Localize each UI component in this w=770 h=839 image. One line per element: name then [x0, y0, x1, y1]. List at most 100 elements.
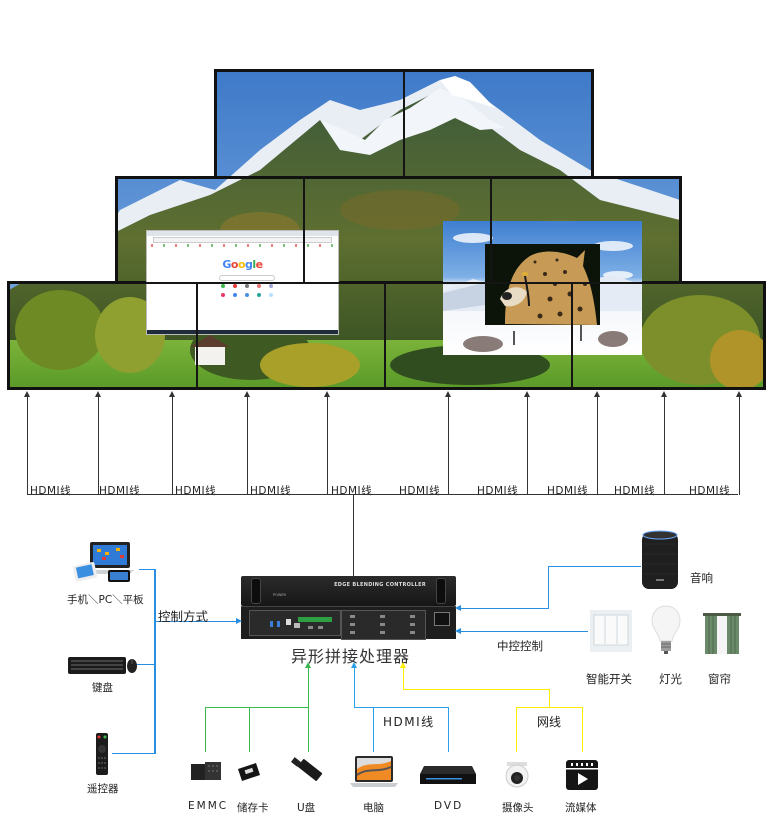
hdmi-input-line	[373, 707, 374, 752]
panel-divider	[146, 282, 339, 284]
central-control-label: 中控控制	[497, 639, 543, 653]
cable-bus	[27, 494, 738, 495]
browser-bookmarks	[151, 244, 334, 247]
hdmi-output-cable	[664, 394, 665, 495]
rack-handle	[251, 578, 261, 604]
speaker-line	[548, 566, 641, 567]
arrow-up-icon	[445, 391, 451, 397]
panel-divider	[571, 283, 573, 355]
devices-label: 手机＼PC＼平板	[67, 594, 144, 606]
hdmi-output-cable	[98, 394, 99, 495]
arrow-up-icon	[661, 391, 667, 397]
arrow-up-icon	[169, 391, 175, 397]
arrow-icon	[351, 662, 357, 668]
streaming-icon	[566, 760, 598, 790]
arrow-icon	[455, 628, 461, 634]
network-line	[516, 707, 517, 752]
computer-label: 电脑	[363, 802, 384, 814]
browser-tabbar	[147, 231, 338, 236]
hdmi-input-line	[448, 707, 449, 752]
browser-taskbar	[147, 330, 338, 334]
storage-line	[308, 666, 309, 752]
wall-row-middle	[115, 176, 682, 284]
arrow-up-icon	[736, 391, 742, 397]
arrow-up-icon	[594, 391, 600, 397]
power-indicator: POWER	[273, 593, 286, 597]
panel-divider	[403, 71, 405, 177]
hdmi-output-label: HDMI线	[399, 485, 441, 497]
network-line	[582, 707, 583, 752]
hdmi-output-cable	[527, 394, 528, 495]
memory-card-label: 储存卡	[237, 802, 269, 814]
processor-rear	[241, 606, 456, 640]
hdmi-output-label: HDMI线	[547, 485, 589, 497]
dvd-player-icon	[420, 766, 476, 784]
terminal-block	[298, 617, 332, 622]
arrow-up-icon	[244, 391, 250, 397]
usb-drive-label: U盘	[297, 802, 316, 814]
panel-divider	[196, 283, 198, 335]
input-panel	[249, 610, 341, 636]
hdmi-output-cable	[739, 394, 740, 495]
devices-icon	[72, 542, 134, 582]
light-label: 灯光	[659, 672, 682, 686]
keyboard-icon	[68, 657, 137, 674]
speaker-line	[548, 566, 549, 608]
control-branch	[139, 569, 155, 570]
hdmi-output-label: HDMI线	[175, 485, 217, 497]
hdmi-output-label: HDMI线	[331, 485, 373, 497]
control-to-processor-line	[155, 621, 239, 622]
output-panel	[341, 610, 426, 640]
control-branch	[112, 753, 155, 754]
storage-line	[249, 707, 250, 752]
chip-icon	[191, 762, 221, 780]
browser-urlbar	[153, 237, 332, 243]
arrow-up-icon	[95, 391, 101, 397]
sd-card-icon	[238, 763, 260, 781]
wall-row-bottom	[7, 281, 766, 390]
hdmi-output-cable	[448, 394, 449, 495]
hdmi-output-cable	[172, 394, 173, 495]
hdmi-input-line	[354, 707, 449, 708]
arrow-icon	[400, 662, 406, 668]
usb-drive-icon	[291, 757, 323, 781]
smart-switch-label: 智能开关	[586, 672, 632, 686]
curtain-icon	[703, 613, 741, 654]
arrow-icon	[305, 662, 311, 668]
remote-control-icon	[96, 733, 108, 775]
network-line	[549, 689, 550, 708]
laptop-icon	[350, 756, 398, 787]
control-branch	[135, 664, 155, 665]
network-line	[403, 666, 404, 690]
wall-row-top	[214, 69, 594, 179]
central-control-line	[457, 631, 588, 632]
hdmi-output-label: HDMI线	[689, 485, 731, 497]
network-line	[403, 689, 550, 690]
cheetah-window	[485, 244, 600, 325]
hdmi-input-label: HDMI线	[383, 715, 435, 729]
dvd-label: DVD	[434, 800, 464, 812]
google-search-box	[219, 275, 275, 281]
hdmi-output-cable	[327, 394, 328, 495]
processor-label: 异形拼接处理器	[291, 647, 411, 666]
hdmi-output-cable	[27, 394, 28, 495]
hdmi-output-label: HDMI线	[250, 485, 292, 497]
hdmi-output-label: HDMI线	[614, 485, 656, 497]
network-label: 网线	[537, 715, 562, 729]
light-bulb-icon	[651, 605, 681, 654]
panel-divider	[490, 221, 492, 282]
processor-front: EDGE BLENDING CONTROLLER POWER	[241, 576, 456, 606]
panel-divider	[443, 282, 642, 284]
curtain-label: 窗帘	[708, 672, 731, 686]
hdmi-output-cable	[247, 394, 248, 495]
switch-icon	[590, 610, 632, 652]
storage-line	[205, 707, 309, 708]
rack-handle	[436, 578, 446, 604]
panel-divider	[196, 283, 198, 388]
remote-label: 遥控器	[87, 783, 119, 795]
hdmi-output-label: HDMI线	[99, 485, 141, 497]
hdmi-output-cable	[597, 394, 598, 495]
arrow-icon	[455, 605, 461, 611]
hdmi-output-label: HDMI线	[477, 485, 519, 497]
arrow-icon	[236, 618, 242, 624]
